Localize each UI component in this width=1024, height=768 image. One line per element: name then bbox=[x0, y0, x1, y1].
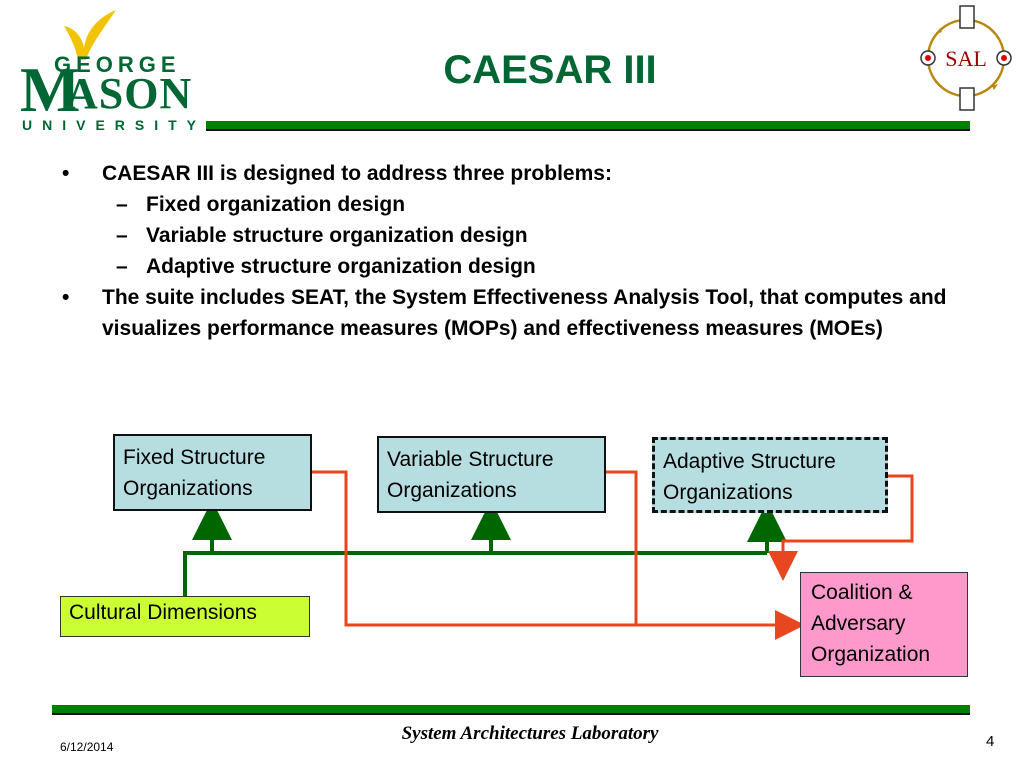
sub-bullet-item: – Variable structure organization design bbox=[62, 220, 982, 251]
red-connectors bbox=[312, 470, 914, 640]
sub-bullet-mark: – bbox=[116, 224, 128, 247]
leaf-icon bbox=[64, 10, 116, 60]
fixed-structure-label: Fixed Structure Organizations bbox=[123, 446, 266, 500]
sub-bullet-item: – Adaptive structure organization design bbox=[62, 251, 982, 282]
sub-bullet-text: Adaptive structure organization design bbox=[146, 255, 536, 278]
logo-university-text: UNIVERSITY bbox=[22, 117, 207, 133]
gmu-logo bbox=[18, 8, 208, 133]
bullet-text: The suite includes SEAT, the System Effe… bbox=[102, 286, 947, 340]
footer-lab-name: System Architectures Laboratory bbox=[401, 723, 659, 744]
adaptive-structure-box: Adaptive Structure Organizations bbox=[652, 437, 888, 513]
sub-bullet-mark: – bbox=[116, 255, 128, 278]
logo-mason-initial: M bbox=[20, 54, 81, 125]
sub-bullet-mark: – bbox=[116, 193, 128, 216]
header-rule-thin bbox=[206, 129, 970, 131]
sub-bullet-text: Fixed organization design bbox=[146, 193, 406, 216]
footer-page-number: 4 bbox=[986, 733, 995, 750]
sal-logo-text: SAL bbox=[945, 46, 987, 71]
header-rule bbox=[206, 121, 970, 129]
bullet-list: • CAESAR III is designed to address thre… bbox=[62, 158, 982, 344]
coalition-adversary-box: Coalition & Adversary Organization bbox=[800, 572, 968, 677]
footer-date: 6/12/2014 bbox=[60, 740, 114, 754]
bullet-item: • The suite includes SEAT, the System Ef… bbox=[62, 282, 982, 344]
bullet-text: CAESAR III is designed to address three … bbox=[102, 162, 612, 185]
bullet-mark: • bbox=[62, 162, 70, 185]
logo-mason-text: ASON bbox=[66, 69, 193, 118]
coalition-adversary-label: Coalition & Adversary Organization bbox=[811, 581, 931, 666]
sub-bullet-text: Variable structure organization design bbox=[146, 224, 528, 247]
cultural-dimensions-box: Cultural Dimensions bbox=[60, 596, 310, 637]
logo-george-text: GEORGE bbox=[54, 52, 181, 77]
fixed-structure-box: Fixed Structure Organizations bbox=[113, 434, 312, 511]
sal-logo: SAL bbox=[920, 5, 1012, 111]
bullet-mark: • bbox=[62, 286, 70, 309]
footer-rule bbox=[52, 705, 970, 713]
slide-title: CAESAR III bbox=[443, 48, 657, 92]
sub-bullet-item: – Fixed organization design bbox=[62, 189, 982, 220]
cultural-dimensions-label: Cultural Dimensions bbox=[69, 601, 257, 624]
variable-structure-label: Variable Structure Organizations bbox=[387, 448, 554, 502]
green-connectors bbox=[183, 500, 787, 596]
bullet-item: • CAESAR III is designed to address thre… bbox=[62, 158, 982, 189]
footer-rule-thin bbox=[52, 713, 970, 715]
adaptive-structure-label: Adaptive Structure Organizations bbox=[663, 450, 836, 504]
variable-structure-box: Variable Structure Organizations bbox=[377, 436, 606, 513]
